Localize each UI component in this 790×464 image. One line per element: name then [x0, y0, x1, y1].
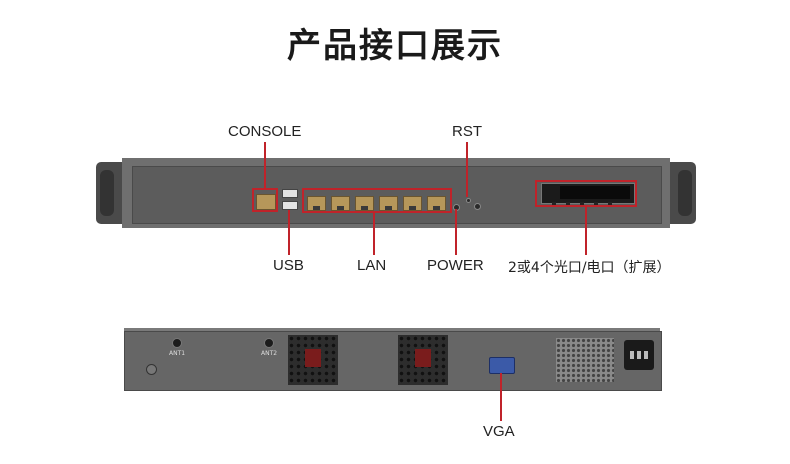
console-label: CONSOLE — [228, 123, 302, 140]
antenna-port-1 — [172, 338, 182, 348]
usb-leader — [288, 210, 290, 255]
page-title: 产品接口展示 — [287, 26, 503, 66]
expansion-leader — [585, 206, 587, 255]
power-inlet — [624, 340, 654, 370]
rst-leader — [466, 142, 468, 197]
lan-port-3 — [355, 196, 374, 211]
ant1-label: ANT1 — [169, 350, 186, 357]
console-port — [256, 194, 276, 210]
lan-port-4 — [379, 196, 398, 211]
vga-leader — [500, 373, 502, 421]
vga-label: VGA — [483, 423, 515, 440]
rst-label: RST — [452, 123, 482, 140]
expansion-slot — [541, 183, 635, 204]
rear-top-edge — [124, 328, 660, 333]
console-leader — [264, 142, 266, 189]
fan-grille-2 — [398, 335, 448, 385]
lan-port-1 — [307, 196, 326, 211]
console-highlight — [252, 188, 278, 212]
status-led — [474, 203, 481, 210]
ant2-label: ANT2 — [261, 350, 278, 357]
fan-grille-1 — [288, 335, 338, 385]
usb-label: USB — [273, 257, 304, 274]
lan-port-5 — [403, 196, 422, 211]
lan-port-2 — [331, 196, 350, 211]
ground-screw — [146, 364, 157, 375]
expansion-highlight — [535, 180, 637, 207]
lan-port-6 — [427, 196, 446, 211]
lan-label: LAN — [357, 257, 387, 274]
lan-leader — [373, 212, 375, 255]
vga-port — [489, 357, 515, 374]
lan-highlight — [302, 188, 452, 213]
antenna-port-2 — [264, 338, 274, 348]
usb-port-1 — [282, 189, 298, 198]
reset-button — [466, 198, 471, 203]
expansion-label: 2或4个光口/电口（扩展） — [508, 260, 671, 276]
psu-vent — [556, 338, 614, 382]
usb-port-2 — [282, 201, 298, 210]
power-leader — [455, 209, 457, 255]
power-label: POWER — [427, 257, 484, 274]
